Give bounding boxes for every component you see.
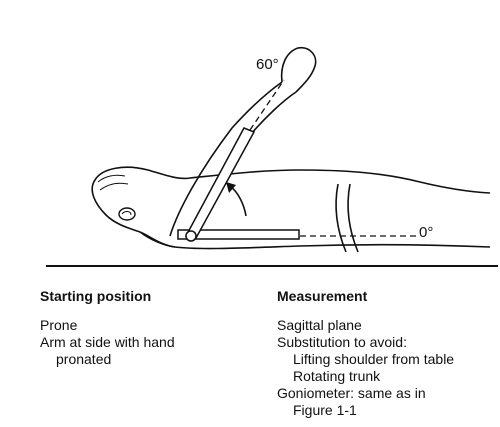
angle-end-label: 60° xyxy=(256,56,279,73)
motion-arc xyxy=(229,185,247,217)
measurement-line: Sagittal plane xyxy=(277,317,362,333)
angle-start-label: 0° xyxy=(419,224,434,241)
starting-position-line: Prone xyxy=(40,317,78,333)
ear-detail xyxy=(121,211,132,216)
goniometer-stationary-arm xyxy=(177,229,300,240)
face-outline xyxy=(139,231,176,248)
body-outline xyxy=(91,166,491,248)
starting-position-line: Arm at side with hand xyxy=(40,334,175,350)
measurement-heading: Measurement xyxy=(277,288,368,304)
starting-position-section: Starting position Prone Arm at side with… xyxy=(40,288,175,368)
hair-lines xyxy=(97,174,129,191)
ear xyxy=(118,207,136,221)
body-lower-outline xyxy=(174,243,491,250)
starting-position-heading: Starting position xyxy=(40,288,152,304)
dashed-line-60 xyxy=(249,79,285,131)
goniometer-axis xyxy=(185,230,197,242)
measurement-line: Substitution to avoid: xyxy=(277,334,407,350)
measurement-line: Rotating trunk xyxy=(293,368,381,384)
starting-position-line: pronated xyxy=(56,351,112,367)
hip-strap xyxy=(335,183,359,253)
measurement-line: Goniometer: same as in xyxy=(277,385,426,401)
measurement-section: Measurement Sagittal plane Substitution … xyxy=(277,288,454,419)
prone-shoulder-extension-illustration xyxy=(46,46,498,267)
measurement-line: Lifting shoulder from table xyxy=(293,351,455,367)
fist xyxy=(280,46,317,93)
measurement-line: Figure 1-1 xyxy=(293,402,357,418)
motion-arrowhead xyxy=(226,182,236,193)
